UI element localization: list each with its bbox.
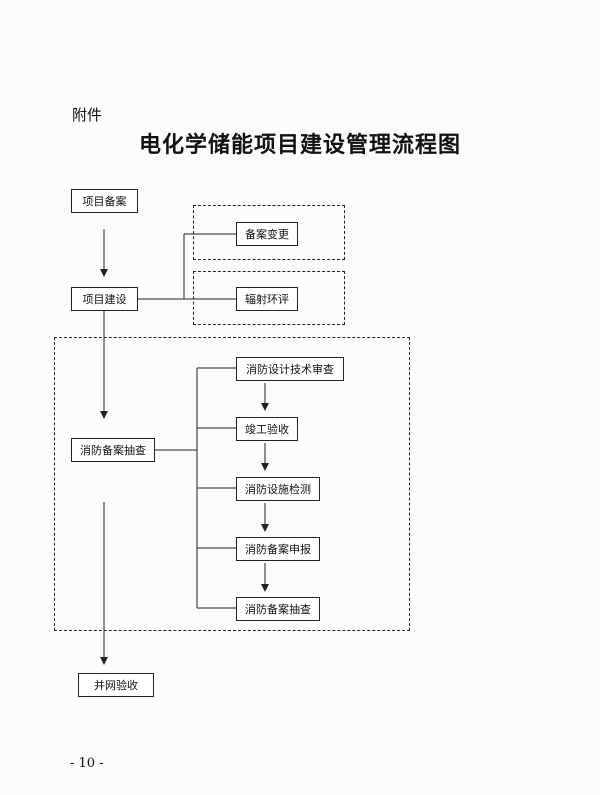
attachment-label: 附件 — [72, 106, 103, 124]
node-filing-change: 备案变更 — [236, 222, 298, 246]
node-radiation-eia: 辐射环评 — [236, 287, 298, 311]
page-number: - 10 - — [70, 756, 104, 771]
node-project-construction: 项目建设 — [71, 287, 138, 311]
filing-change-group — [193, 205, 345, 260]
fire-inspection-group — [54, 337, 410, 631]
page-title: 电化学储能项目建设管理流程图 — [138, 133, 461, 158]
node-project-filing: 项目备案 — [71, 189, 138, 213]
node-fire-filing-report: 消防备案申报 — [236, 537, 320, 561]
node-grid-acceptance: 并网验收 — [78, 673, 154, 697]
node-fire-design-review: 消防设计技术审查 — [236, 357, 344, 381]
node-fire-filing-check-main: 消防备案抽查 — [71, 438, 155, 462]
node-fire-filing-check-sub: 消防备案抽查 — [236, 597, 320, 621]
node-completion-acceptance: 竣工验收 — [236, 417, 298, 441]
radiation-eia-group — [193, 271, 345, 325]
node-fire-facility-test: 消防设施检测 — [236, 477, 320, 501]
